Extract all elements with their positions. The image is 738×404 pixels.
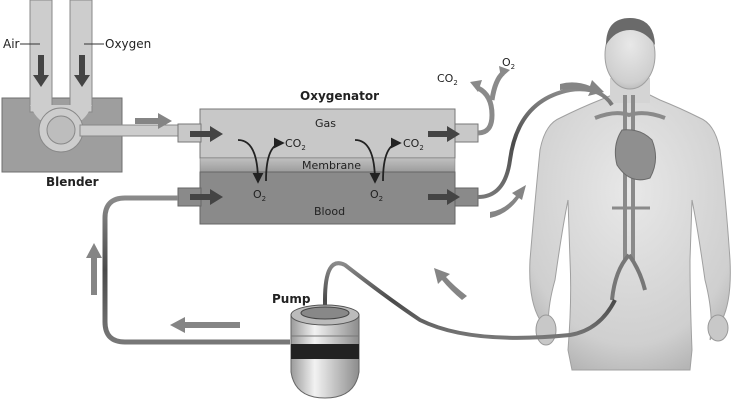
gas-outlet-port (454, 123, 479, 143)
svg-text:O2: O2 (370, 188, 383, 203)
exhaust-co2-label: CO2 (437, 72, 458, 87)
exhaust-o2-arrowhead (499, 66, 510, 78)
exhaust-tube (476, 85, 495, 136)
svg-text:CO2: CO2 (285, 137, 306, 152)
oxygen-label: Oxygen (105, 37, 151, 51)
co2-label-2: CO2 (403, 137, 424, 152)
blender-label: Blender (46, 175, 99, 189)
gas-label: Gas (315, 117, 336, 130)
o2-label-2: O2 (370, 188, 383, 203)
pump-top-cap (300, 306, 350, 320)
patient-torso (529, 94, 731, 371)
flow-arrow-to-patient-body (490, 185, 526, 218)
exhaust-o2-label: O2 (502, 56, 515, 71)
blood-label: Blood (314, 205, 345, 218)
pump-band (291, 344, 359, 359)
iliac-vessels (610, 253, 647, 301)
subclavian-vessels (594, 111, 666, 120)
svg-text:CO2: CO2 (403, 137, 424, 152)
venous-drainage-tube (323, 261, 617, 340)
oxygenator: Oxygenator Gas Membrane Blood CO2 CO2 O2 (177, 89, 479, 225)
co2-exchange-arrow-1 (265, 137, 285, 182)
exhaust-co2-arrowhead (470, 80, 482, 92)
co2-exchange-arrow-2 (382, 137, 402, 182)
oxygen-down-arrow (74, 55, 90, 87)
o2-label-1: O2 (253, 188, 266, 203)
blender-valve (46, 115, 76, 145)
blender-outlet-pipe (79, 124, 181, 137)
blood-inlet-arrow (190, 189, 223, 205)
oxygenator-label: Oxygenator (300, 89, 379, 103)
air-label: Air (3, 37, 20, 51)
flow-arrow-up (86, 243, 102, 295)
gas-exhaust: CO2 O2 (437, 56, 515, 136)
air-down-arrow (33, 55, 49, 87)
heart (614, 129, 656, 181)
flow-arrow-from-patient (434, 268, 467, 300)
pump-label: Pump (272, 292, 311, 306)
svg-text:O2: O2 (253, 188, 266, 203)
co2-label-1: CO2 (285, 137, 306, 152)
patient-right-hand (707, 314, 729, 342)
gas-flow-arrow (135, 113, 172, 129)
membrane-label: Membrane (302, 159, 361, 172)
o2-exchange-arrow-2 (354, 139, 381, 184)
flow-arrow-to-patient-neck (560, 80, 604, 96)
gas-outlet-arrow (428, 126, 460, 142)
patient-left-hand (535, 314, 557, 346)
blender: Air Oxygen Blender (1, 0, 181, 189)
blood-outlet-arrow (428, 189, 460, 205)
pump: Pump (272, 292, 360, 399)
patient-hair (606, 18, 655, 45)
o2-exchange-arrow-1 (237, 139, 264, 184)
blood-chamber (199, 171, 456, 225)
gas-inlet-arrow (190, 126, 223, 142)
flow-arrow-left (170, 317, 240, 333)
pump-to-oxygenator-tube (102, 195, 290, 345)
patient-body (529, 18, 731, 371)
